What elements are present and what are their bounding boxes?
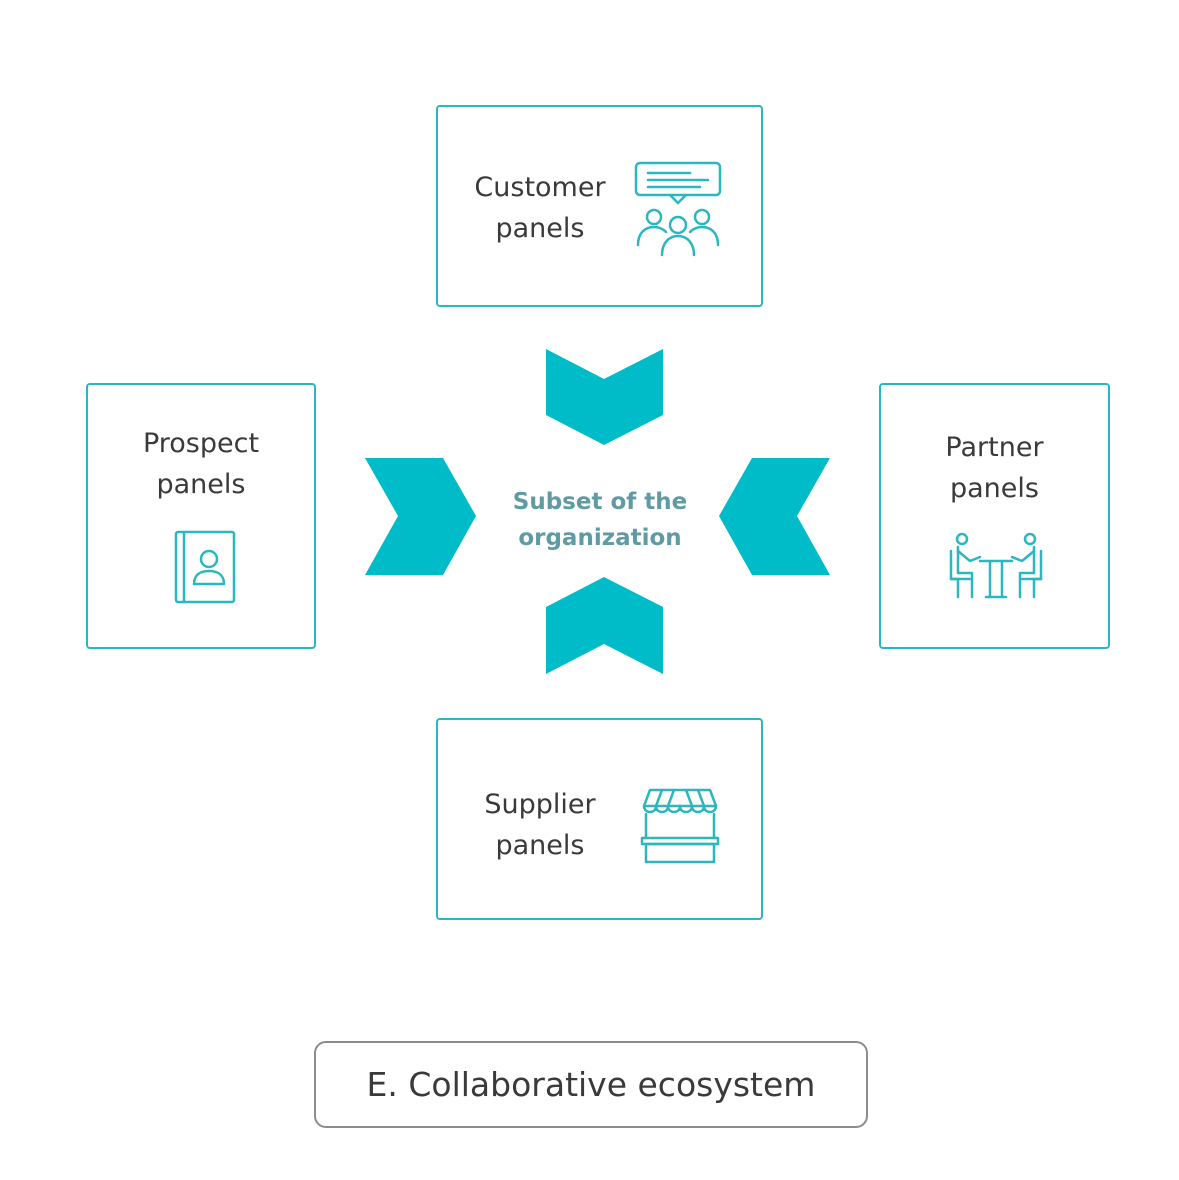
chevron-right-from-prospect: [365, 458, 476, 575]
customer-panel: Customer panels: [436, 105, 763, 307]
supplier-panel-label: Supplier panels: [484, 789, 596, 861]
meeting-table-icon: [948, 532, 1044, 601]
chevron-left-from-partner: [719, 458, 830, 575]
caption-label: E. Collaborative ecosystem: [366, 1065, 816, 1104]
customer-panel-label: Customer panels: [474, 172, 606, 244]
contact-book-icon: [174, 530, 236, 604]
center-label: Subset of the organization: [512, 489, 688, 551]
partner-panel: Partner panels: [879, 383, 1110, 649]
supplier-panel: Supplier panels: [436, 718, 763, 920]
partner-panel-label: Partner panels: [945, 432, 1044, 504]
prospect-panel: Prospect panels: [86, 383, 316, 649]
chevron-up-from-supplier: [546, 577, 663, 674]
caption-box: E. Collaborative ecosystem: [314, 1041, 868, 1128]
chevron-down-from-customer: [546, 349, 663, 445]
prospect-panel-label: Prospect panels: [142, 428, 260, 500]
market-stall-icon: [640, 786, 720, 866]
customer-panel-icon: [632, 159, 724, 257]
